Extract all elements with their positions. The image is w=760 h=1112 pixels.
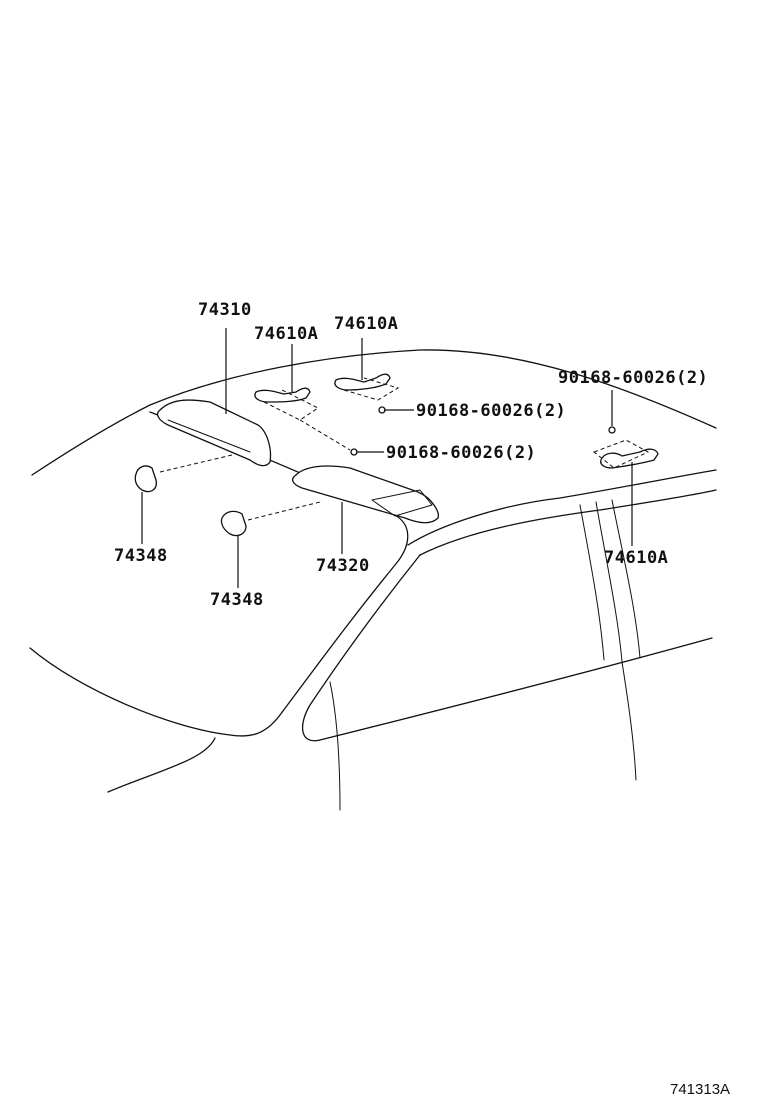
callout-holder-left: 74348 [114,546,168,566]
assist-grip-rear [600,448,659,469]
sun-visor-lh [157,399,272,467]
callout-screw-right-upper: 90168-60026(2) [558,368,709,388]
sun-visor-rh-mirror [371,489,433,517]
a-pillar-lower [329,681,341,811]
install-line-grip-rear [593,439,650,469]
assist-grip-front-right [334,373,391,391]
b-pillar-line-2 [595,501,623,663]
b-pillar-line-3 [611,499,641,659]
screw-rear [608,426,616,434]
side-window-frame [407,469,717,546]
visor-holder-left [134,465,157,493]
dashboard-edge [107,737,216,793]
install-line-grip-fl [263,389,319,421]
diagram-reference-number: 741313A [670,1081,731,1098]
b-pillar-lower [621,661,637,781]
front-pillar [301,554,713,742]
visor-holder-center [220,510,247,537]
callout-grip-front-right: 74610A [334,314,399,334]
side-window-inner [419,489,717,556]
callout-holder-center: 74348 [210,590,264,610]
sun-visor-rh [291,465,439,524]
install-line-holder-left [159,454,233,473]
callout-screw-center: 90168-60026(2) [386,443,537,463]
install-line-grip-fr [343,377,400,401]
install-line-grip-fl-screw [299,419,351,451]
sun-visor-lh-hinge [167,419,251,453]
callout-sun-visor-lh: 74310 [198,300,252,320]
callout-grip-rear: 74610A [604,548,669,568]
callout-screw-center-upper: 90168-60026(2) [416,401,567,421]
assist-grip-front-left [254,387,311,403]
callout-sun-visor-rh: 74320 [316,556,370,576]
roof-outline [31,349,717,476]
b-pillar-line-1 [579,504,605,661]
callout-grip-front-left: 74610A [254,324,319,344]
install-line-holder-center [247,501,321,521]
